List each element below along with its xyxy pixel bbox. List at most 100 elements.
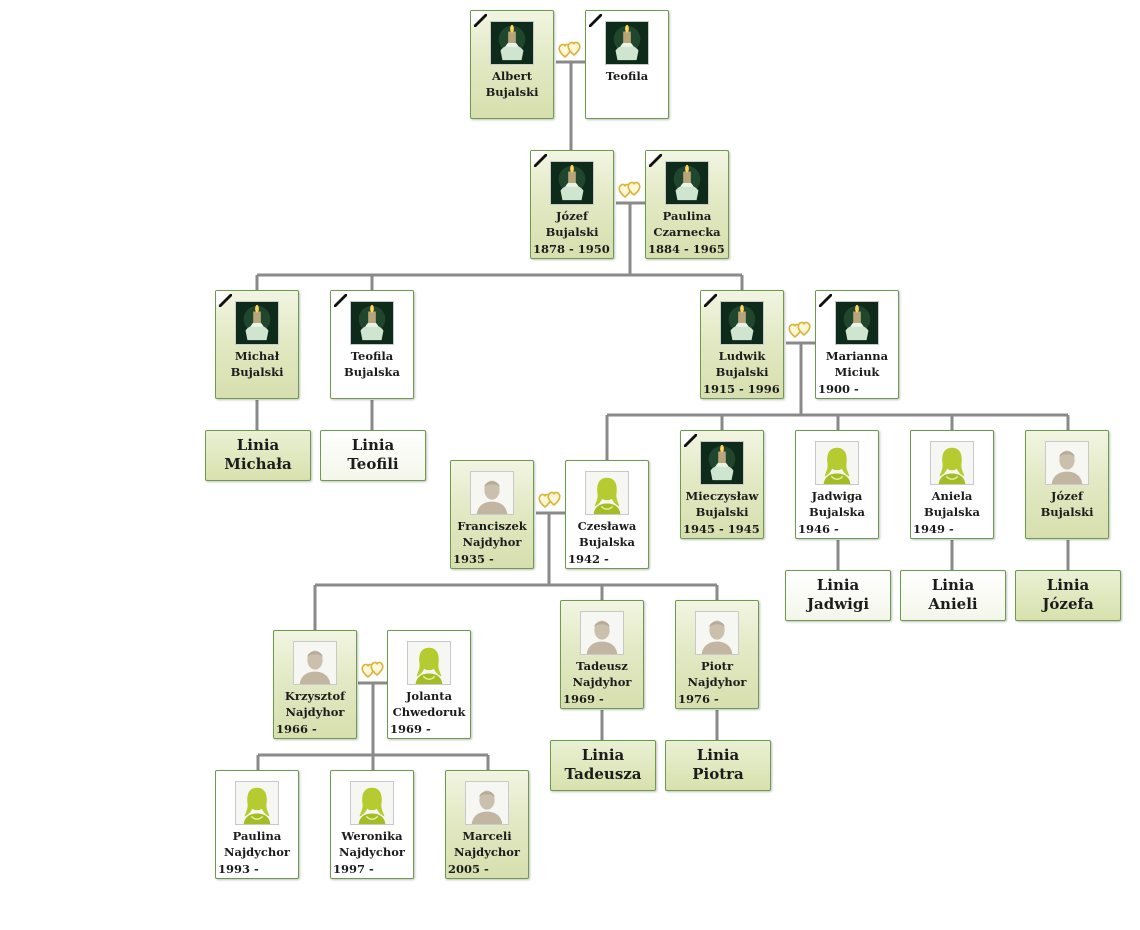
mourning-ribbon-icon — [816, 291, 832, 307]
first-name: Krzysztof — [284, 689, 346, 703]
lineage-name: Jadwigi — [806, 595, 870, 613]
person-photo — [835, 301, 879, 345]
lineage-label: Linia — [581, 746, 625, 764]
male-avatar-icon — [294, 642, 336, 684]
male-avatar-icon — [471, 472, 513, 514]
candle-memorial-icon — [701, 442, 743, 484]
person-photo — [1045, 441, 1089, 485]
first-name: Paulina — [232, 829, 282, 843]
life-years: 1878 - 1950 — [533, 242, 610, 256]
lineage-name: Józefa — [1042, 595, 1094, 613]
candle-memorial-icon — [551, 162, 593, 204]
person-photo — [700, 441, 744, 485]
last-name: Bujalski — [1040, 505, 1094, 519]
last-name: Najdychor — [224, 845, 290, 859]
life-years: 2005 - — [448, 862, 489, 876]
lineage-label: Linia — [351, 436, 395, 454]
mourning-ribbon-icon — [586, 11, 602, 27]
first-name: Ludwik — [718, 349, 766, 363]
person-photo — [605, 21, 649, 65]
last-name: Bujalski — [230, 365, 284, 379]
lineage-label: Linia — [931, 576, 975, 594]
first-name: Paulina — [662, 209, 712, 223]
first-name: Aniela — [931, 489, 973, 503]
first-name: Marceli — [462, 829, 512, 843]
person-photo — [550, 161, 594, 205]
last-name: Bujalski — [715, 365, 769, 379]
first-name: Józef — [1051, 489, 1083, 503]
life-years: 1969 - — [563, 692, 604, 706]
last-name: Czarnecka — [653, 225, 721, 239]
last-name: Najdyhor — [462, 535, 522, 549]
first-name: Piotr — [700, 659, 734, 673]
first-name: Tadeusz — [576, 659, 628, 673]
person-card-teofila[interactable]: Teofila — [585, 10, 669, 119]
female-avatar-icon — [408, 642, 450, 684]
female-avatar-icon — [586, 472, 628, 514]
person-name: Teofila — [586, 68, 668, 84]
lineage-label: Linia — [696, 746, 740, 764]
person-photo — [235, 781, 279, 825]
first-name: Mieczysław — [685, 489, 759, 503]
person-photo — [665, 161, 709, 205]
lineage-name: Anieli — [928, 595, 978, 613]
first-name: Michał — [234, 349, 280, 363]
life-years: 1976 - — [678, 692, 719, 706]
person-photo — [815, 441, 859, 485]
last-name: Bujalski — [485, 85, 539, 99]
person-photo — [350, 301, 394, 345]
mourning-ribbon-icon — [471, 11, 487, 27]
last-name: Najdyhor — [572, 675, 632, 689]
last-name: Bujalska — [924, 505, 980, 519]
male-avatar-icon — [696, 612, 738, 654]
mourning-ribbon-icon — [216, 291, 232, 307]
person-photo — [407, 641, 451, 685]
first-name: Józef — [556, 209, 588, 223]
lineage-label: Linia — [816, 576, 860, 594]
lineage-name: Teofili — [347, 455, 399, 473]
lineage-name: Michała — [224, 455, 292, 473]
life-years: 1935 - — [453, 552, 494, 566]
candle-memorial-icon — [606, 22, 648, 64]
